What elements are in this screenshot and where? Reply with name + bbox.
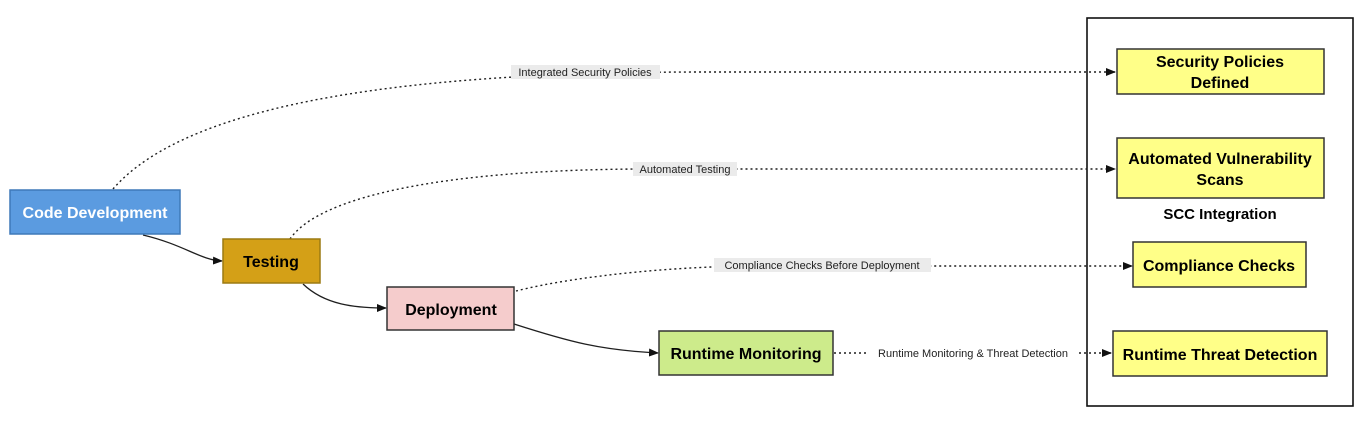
label-compliance-before-deployment-text: Compliance Checks Before Deployment [724,260,919,272]
edge-integrated-security-policies [112,68,1116,190]
node-code-development[interactable]: Code Development [9,189,181,235]
node-security-policies-defined[interactable]: Security Policies Defined [1116,48,1325,95]
node-testing-box [222,238,321,284]
node-runtime-threat-detection-label: Runtime Threat Detection [1123,347,1318,364]
scc-integration-container [1086,17,1354,407]
label-runtime-threat-text: Runtime Monitoring & Threat Detection [878,348,1068,360]
edge-testing-to-deployment [302,283,387,312]
edge-deployment-to-runtime [513,323,659,357]
node-automated-vulnerability-scans-line1: Automated Vulnerability [1128,151,1312,168]
node-runtime-monitoring[interactable]: Runtime Monitoring [658,330,834,376]
node-compliance-checks-label: Compliance Checks [1143,258,1295,275]
edge-automated-testing [289,165,1116,240]
node-compliance-checks-box [1132,241,1307,288]
node-runtime-threat-detection[interactable]: Runtime Threat Detection [1112,330,1328,377]
edge-compliance-checks [515,262,1133,292]
node-code-development-label: Code Development [23,205,169,222]
node-deployment[interactable]: Deployment [386,286,515,331]
node-security-policies-defined-line2: Defined [1191,75,1250,92]
edge-code-to-testing [142,234,223,265]
node-code-development-box [9,189,181,235]
scc-integration-title: SCC Integration [1163,206,1276,223]
node-compliance-checks[interactable]: Compliance Checks [1132,241,1307,288]
node-runtime-monitoring-label: Runtime Monitoring [670,346,821,363]
node-runtime-threat-detection-box [1112,330,1328,377]
label-runtime-threat: Runtime Monitoring & Threat Detection [868,346,1078,360]
node-automated-vulnerability-scans-box [1116,137,1325,199]
label-integrated-security-policies: Integrated Security Policies [511,65,660,79]
label-automated-testing-text: Automated Testing [640,164,731,176]
label-automated-testing: Automated Testing [633,162,737,176]
label-compliance-before-deployment: Compliance Checks Before Deployment [714,258,931,272]
node-testing[interactable]: Testing [222,238,321,284]
node-runtime-monitoring-box [658,330,834,376]
node-automated-vulnerability-scans-line2: Scans [1196,172,1243,189]
node-deployment-label: Deployment [405,302,497,319]
label-integrated-security-policies-text: Integrated Security Policies [518,67,652,79]
node-security-policies-defined-line1: Security Policies [1156,54,1284,71]
node-testing-label: Testing [243,254,299,271]
node-automated-vulnerability-scans[interactable]: Automated Vulnerability Scans [1116,137,1325,199]
node-security-policies-defined-box [1116,48,1325,95]
node-deployment-box [386,286,515,331]
